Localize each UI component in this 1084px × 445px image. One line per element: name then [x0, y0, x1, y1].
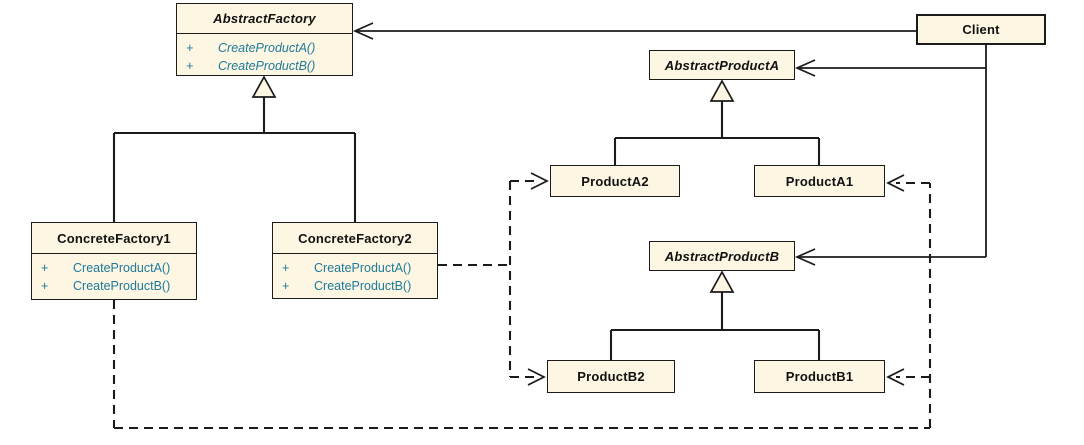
class-name: Client	[962, 22, 1000, 37]
class-title: AbstractFactory	[177, 4, 352, 34]
inheritance-concretefactories-to-abstractfactory	[112, 75, 357, 222]
class-title: ProductB1	[755, 361, 884, 392]
class-title: AbstractProductB	[650, 242, 794, 270]
method-row: + CreateProductA()	[32, 259, 196, 277]
method-row: + CreateProductB()	[177, 57, 352, 75]
class-title: ConcreteFactory2	[273, 223, 437, 254]
method-row: + CreateProductB()	[273, 277, 437, 295]
visibility-marker: +	[41, 261, 49, 275]
class-name: AbstractFactory	[213, 11, 316, 26]
method-name: CreateProductB()	[218, 59, 316, 73]
dependency-concretefactory1-to-products	[112, 174, 932, 430]
method-name: CreateProductA()	[218, 41, 316, 55]
visibility-marker: +	[186, 41, 194, 55]
class-name: ProductA2	[581, 173, 649, 189]
method-name: CreateProductA()	[73, 261, 171, 275]
method-name: CreateProductB()	[314, 279, 412, 293]
inheritance-products-b-to-abstractproductb	[609, 270, 821, 360]
methods-compartment: + CreateProductA() + CreateProductB()	[273, 254, 437, 299]
class-title: ConcreteFactory1	[32, 223, 196, 254]
open-arrowhead	[794, 248, 816, 266]
open-arrowhead	[527, 368, 546, 386]
class-box-abstractproducta: AbstractProductA	[649, 50, 795, 80]
class-box-abstractfactory: AbstractFactory + CreateProductA() + Cre…	[176, 3, 353, 76]
inheritance-triangle	[251, 75, 277, 98]
edge-client-to-abstractfactory	[352, 22, 916, 40]
class-box-client: Client	[916, 14, 1046, 45]
visibility-marker: +	[282, 279, 290, 293]
visibility-marker: +	[282, 261, 290, 275]
class-name: ConcreteFactory2	[298, 230, 412, 246]
edge-client-to-abstractproductb	[794, 248, 986, 266]
class-box-concretefactory1: ConcreteFactory1 + CreateProductA() + Cr…	[31, 222, 197, 300]
method-row: + CreateProductA()	[177, 39, 352, 57]
method-row: + CreateProductB()	[32, 277, 196, 295]
inheritance-triangle	[709, 270, 735, 293]
method-name: CreateProductA()	[314, 261, 412, 275]
class-box-concretefactory2: ConcreteFactory2 + CreateProductA() + Cr…	[272, 222, 438, 299]
class-name: ProductA1	[785, 173, 854, 189]
inheritance-triangle	[709, 79, 735, 102]
class-title: AbstractProductA	[650, 51, 794, 79]
class-title: ProductA1	[755, 166, 884, 196]
class-box-productb2: ProductB2	[547, 360, 675, 393]
class-box-productb1: ProductB1	[754, 360, 885, 393]
inheritance-products-a-to-abstractproducta	[613, 79, 821, 165]
visibility-marker: +	[41, 279, 49, 293]
open-arrowhead	[886, 368, 905, 386]
class-title: ProductA2	[551, 166, 679, 196]
methods-compartment: + CreateProductA() + CreateProductB()	[177, 34, 352, 79]
class-title: ProductB2	[548, 361, 674, 392]
class-name: AbstractProductA	[664, 57, 780, 73]
open-arrowhead	[886, 174, 905, 192]
edge-client-to-abstractproducta	[794, 59, 986, 77]
class-box-producta2: ProductA2	[550, 165, 680, 197]
class-name: AbstractProductB	[664, 248, 780, 264]
class-box-abstractproductb: AbstractProductB	[649, 241, 795, 271]
class-box-producta1: ProductA1	[754, 165, 885, 197]
class-title: Client	[918, 16, 1044, 43]
visibility-marker: +	[186, 59, 194, 73]
method-row: + CreateProductA()	[273, 259, 437, 277]
method-name: CreateProductB()	[73, 279, 171, 293]
class-name: ProductB2	[577, 369, 645, 384]
methods-compartment: + CreateProductA() + CreateProductB()	[32, 254, 196, 299]
open-arrowhead	[794, 59, 816, 77]
open-arrowhead	[352, 22, 374, 40]
class-name: ConcreteFactory1	[57, 230, 171, 246]
class-name: ProductB1	[785, 369, 854, 384]
open-arrowhead	[530, 172, 549, 190]
dependency-concretefactory2-to-products	[438, 172, 549, 386]
